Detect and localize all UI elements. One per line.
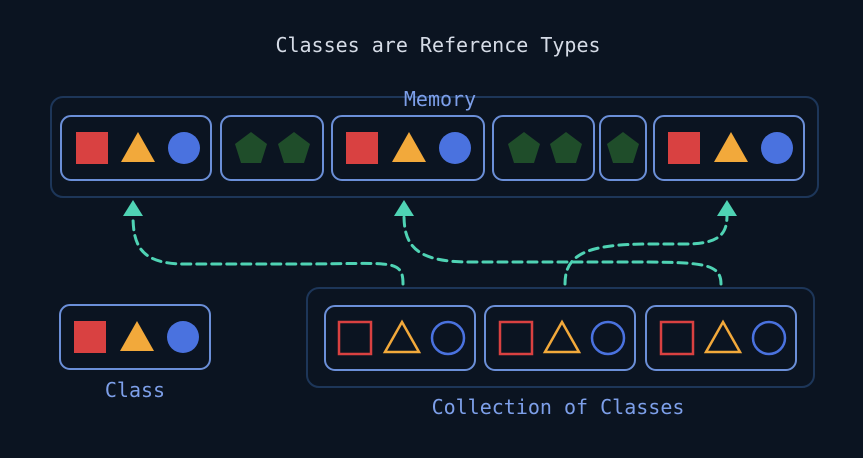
- orange-triangle-icon: [714, 132, 748, 162]
- collection-reference-3: [645, 305, 797, 371]
- reference-arrow-1: [131, 213, 405, 286]
- memory-panel: [50, 96, 819, 198]
- green-pentagon-icon: [235, 132, 267, 163]
- red-square-icon: [76, 132, 108, 164]
- green-pentagon-icon: [607, 132, 639, 163]
- blue-circle-outline-icon: [590, 320, 626, 356]
- memory-cell-class-1: [60, 115, 212, 181]
- blue-circle-icon: [439, 132, 471, 164]
- collection-label: Collection of Classes: [432, 395, 685, 419]
- orange-triangle-icon: [120, 321, 154, 351]
- blue-circle-icon: [168, 132, 200, 164]
- red-square-outline-icon: [498, 320, 534, 356]
- memory-cell-class-2: [331, 115, 485, 181]
- collection-reference-1: [324, 305, 476, 371]
- memory-cell-other-3: [599, 115, 647, 181]
- collection-panel: [306, 287, 815, 388]
- memory-cell-other-2: [492, 115, 595, 181]
- red-square-icon: [74, 321, 106, 353]
- blue-circle-icon: [167, 321, 199, 353]
- arrowhead-icon: [123, 200, 143, 216]
- reference-arrow-3: [563, 213, 729, 286]
- reference-arrow-2: [402, 213, 723, 286]
- orange-triangle-outline-icon: [704, 320, 742, 354]
- orange-triangle-outline-icon: [383, 320, 421, 354]
- class-definition: [59, 304, 211, 370]
- memory-label: Memory: [404, 87, 476, 111]
- class-label: Class: [105, 378, 165, 402]
- blue-circle-outline-icon: [751, 320, 787, 356]
- orange-triangle-icon: [392, 132, 426, 162]
- green-pentagon-icon: [278, 132, 310, 163]
- memory-cell-class-3: [653, 115, 805, 181]
- orange-triangle-icon: [121, 132, 155, 162]
- memory-cell-other-1: [220, 115, 324, 181]
- red-square-icon: [668, 132, 700, 164]
- blue-circle-outline-icon: [430, 320, 466, 356]
- red-square-outline-icon: [337, 320, 373, 356]
- diagram-title: Classes are Reference Types: [275, 33, 600, 57]
- blue-circle-icon: [761, 132, 793, 164]
- green-pentagon-icon: [508, 132, 540, 163]
- arrowhead-icon: [717, 200, 737, 216]
- red-square-icon: [346, 132, 378, 164]
- orange-triangle-outline-icon: [543, 320, 581, 354]
- red-square-outline-icon: [659, 320, 695, 356]
- arrowhead-icon: [394, 200, 414, 216]
- green-pentagon-icon: [550, 132, 582, 163]
- collection-reference-2: [484, 305, 636, 371]
